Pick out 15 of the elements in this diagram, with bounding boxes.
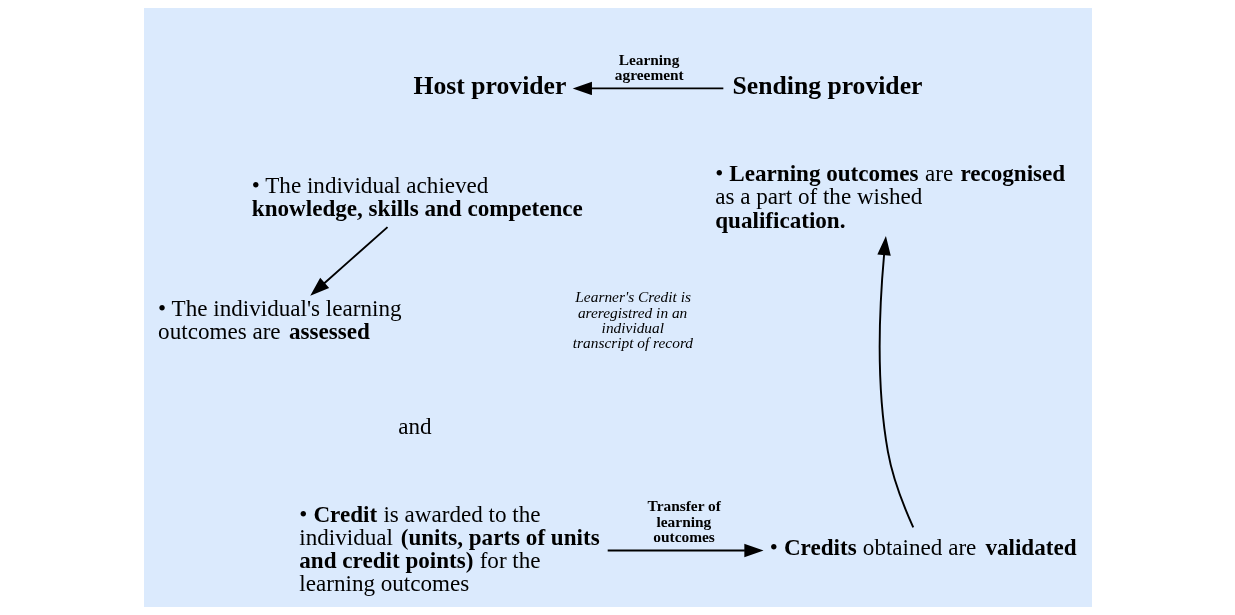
arrow: [572, 81, 724, 96]
edge-label: Transfer of learning outcomes: [647, 497, 721, 546]
label: and: [397, 413, 432, 440]
arrow: [876, 235, 914, 529]
node-text: • Credits obtained are validated: [769, 533, 1077, 560]
node-text: • Credit is awarded to the individual (units, parts of units and credit points) for the learning outcomes: [298, 500, 600, 596]
edge-label: Learning agreement: [614, 50, 684, 84]
node-text: Sending provider: [732, 70, 922, 100]
node-text: • The individual's learning outcomes are assessed: [157, 295, 401, 345]
node-text: • Learning outcomes are recognised as a part of the wished qualification.: [714, 160, 1065, 233]
node-text: • The individual achieved knowledge, skills and competence: [251, 171, 583, 221]
arrow: [606, 543, 764, 558]
label: Learner's Credit is areregistred in an individual transcript of record: [572, 288, 693, 352]
arrow: [309, 226, 388, 296]
node-text: Host provider: [413, 70, 566, 100]
